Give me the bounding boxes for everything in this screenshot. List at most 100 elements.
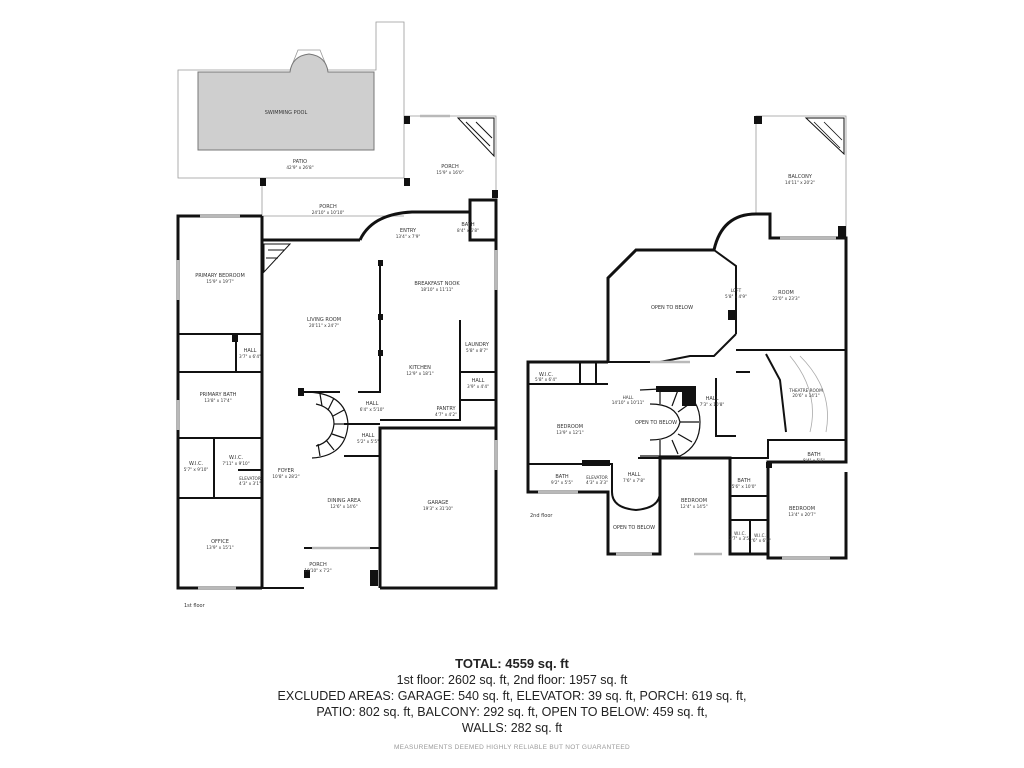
- room-dims: 20'6" x 14'1": [792, 393, 819, 398]
- room-label: OPEN TO BELOW: [651, 305, 693, 311]
- room-label: BEDROOM: [789, 506, 815, 512]
- room-dims: 8'4" x 5'5": [803, 458, 825, 463]
- room-label: HALL: [628, 472, 641, 478]
- room-label: BATH: [737, 478, 751, 484]
- room-label: BEDROOM: [681, 498, 707, 504]
- room-dims: 6'4" x 5'10": [360, 407, 385, 412]
- room-dims: 8'4" x 5'8": [457, 228, 479, 233]
- room-label: FOYER: [278, 468, 295, 474]
- second-floor-label: 2nd floor: [530, 513, 553, 519]
- room-dims: 2'7" x 3'5": [729, 536, 751, 541]
- room-label: PANTRY: [436, 406, 456, 412]
- room-label: PORCH: [309, 562, 327, 568]
- room-dims: 12'6" x 14'6": [330, 504, 357, 509]
- room-label: BATH: [555, 474, 569, 480]
- room-dims: 5'8" x 6'4": [535, 377, 557, 382]
- room-dims: 5'7" x 9'10": [184, 467, 209, 472]
- room-dims: 14'10" x 10'11": [612, 400, 645, 405]
- room-dims: 12'4" x 14'5": [680, 504, 707, 509]
- room-label: ENTRY: [400, 228, 417, 234]
- floor-plan: SWIMMING POOL PATIO 42'9" x 26'8" PORCH …: [176, 21, 848, 609]
- room-dims: 13'9" x 12'1": [556, 430, 583, 435]
- room-label: HALL: [623, 395, 634, 400]
- room-label: ROOM: [778, 290, 794, 296]
- floor-areas: 1st floor: 2602 sq. ft, 2nd floor: 1957 …: [396, 673, 628, 687]
- room-dims: 13'8" x 17'4": [204, 398, 231, 403]
- room-label: W.I.C.: [229, 455, 244, 461]
- area-summary: TOTAL: 4559 sq. ft 1st floor: 2602 sq. f…: [0, 656, 1024, 736]
- room-label: BATH: [461, 222, 475, 228]
- first-floor-stairs: [303, 391, 349, 459]
- room-dims: 9'2" x 5'5": [551, 480, 573, 485]
- room-label: DINING AREA: [327, 498, 361, 504]
- room-dims: 24'10" x 10'10": [312, 210, 345, 215]
- room-dims: 4'3" x 3'3": [586, 480, 608, 485]
- excluded-areas-line-1: EXCLUDED AREAS: GARAGE: 540 sq. ft, ELEV…: [277, 689, 747, 703]
- room-dims: 18'10" x 11'11": [421, 287, 454, 292]
- room-dims: 4'3" x 3'1": [239, 481, 261, 486]
- excluded-areas-line-2: PATIO: 802 sq. ft, BALCONY: 292 sq. ft, …: [316, 705, 708, 719]
- room-dims: 5'8" x 4'9": [725, 294, 747, 299]
- room-label: LAUNDRY: [465, 342, 490, 348]
- room-dims: 7'6" x 7'8": [623, 478, 645, 483]
- room-dims: 20'11" x 24'7": [309, 323, 339, 328]
- room-label: OFFICE: [211, 539, 229, 545]
- theatre-room-seating: [789, 117, 845, 433]
- room-dims: 7'3" x 10'8": [700, 402, 725, 407]
- room-label: HALL: [244, 348, 257, 354]
- room-label: W.I.C.: [734, 531, 746, 536]
- patio-outline: [177, 21, 405, 179]
- labels-first-floor: SWIMMING POOL PATIO 42'9" x 26'8" PORCH …: [184, 110, 490, 573]
- first-floor-windows: [176, 114, 498, 590]
- labels-second-floor: BALCONY 14'11" x 20'2" ROOM 22'0" x 23'3…: [535, 174, 825, 543]
- room-dims: 5'6" x 10'0": [732, 484, 757, 489]
- room-dims: 5'8" x 8'7": [466, 348, 488, 353]
- room-dims: 2'6" x 6'6": [749, 538, 771, 543]
- room-label: PATIO: [293, 159, 307, 165]
- room-label: PRIMARY BATH: [200, 392, 237, 398]
- room-label: ELEVATOR: [239, 476, 261, 481]
- room-dims: 5'2" x 5'5": [357, 439, 379, 444]
- room-dims: 3'7" x 6'4": [239, 354, 261, 359]
- room-label: LOFT: [731, 288, 742, 293]
- room-dims: 13'4" x 7'9": [396, 234, 421, 239]
- second-floor-details: [582, 116, 846, 468]
- room-label: PORCH: [441, 164, 459, 170]
- room-dims: 4'7" x 4'2": [435, 412, 457, 417]
- disclaimer: MEASUREMENTS DEEMED HIGHLY RELIABLE BUT …: [393, 744, 631, 751]
- room-label: HALL: [366, 401, 379, 407]
- room-label: BREAKFAST NOOK: [414, 281, 460, 287]
- room-label: BEDROOM: [557, 424, 583, 430]
- room-label: KITCHEN: [409, 365, 431, 371]
- room-label: OPEN TO BELOW: [635, 420, 677, 426]
- first-floor-label: 1st floor: [184, 603, 206, 609]
- room-label: PRIMARY BEDROOM: [195, 273, 245, 279]
- room-label: BALCONY: [788, 174, 813, 180]
- room-dims: 19'10" x 7'2": [304, 568, 331, 573]
- excluded-areas-line-3: WALLS: 282 sq. ft: [461, 721, 563, 735]
- room-label: THEATRE ROOM: [788, 388, 823, 393]
- room-label: PORCH: [319, 204, 337, 210]
- second-floor-windows: [538, 236, 836, 560]
- first-floor-details: [263, 117, 495, 274]
- room-label: W.I.C.: [189, 461, 204, 467]
- room-dims: 19'3" x 31'10": [423, 506, 453, 511]
- room-label: SWIMMING POOL: [265, 110, 308, 116]
- room-dims: 14'11" x 20'2": [785, 180, 815, 185]
- room-label: HALL: [706, 396, 719, 402]
- swimming-pool: [197, 53, 375, 151]
- room-dims: 42'9" x 26'8": [286, 165, 313, 170]
- room-label: LIVING ROOM: [307, 317, 341, 323]
- room-dims: 22'0" x 23'3": [772, 296, 799, 301]
- room-dims: 13'9" x 15'1": [206, 545, 233, 550]
- first-floor-columns: [232, 116, 498, 586]
- room-label: W.I.C.: [754, 533, 766, 538]
- room-dims: 13'4" x 20'7": [788, 512, 815, 517]
- room-label: HALL: [472, 378, 485, 384]
- room-dims: 3'9" x 4'4": [467, 384, 489, 389]
- room-label: GARAGE: [428, 500, 449, 506]
- room-label: BATH: [807, 452, 821, 458]
- room-dims: 15'9" x 19'7": [206, 279, 233, 284]
- room-dims: 15'9" x 16'0": [436, 170, 463, 175]
- room-label: HALL: [362, 433, 375, 439]
